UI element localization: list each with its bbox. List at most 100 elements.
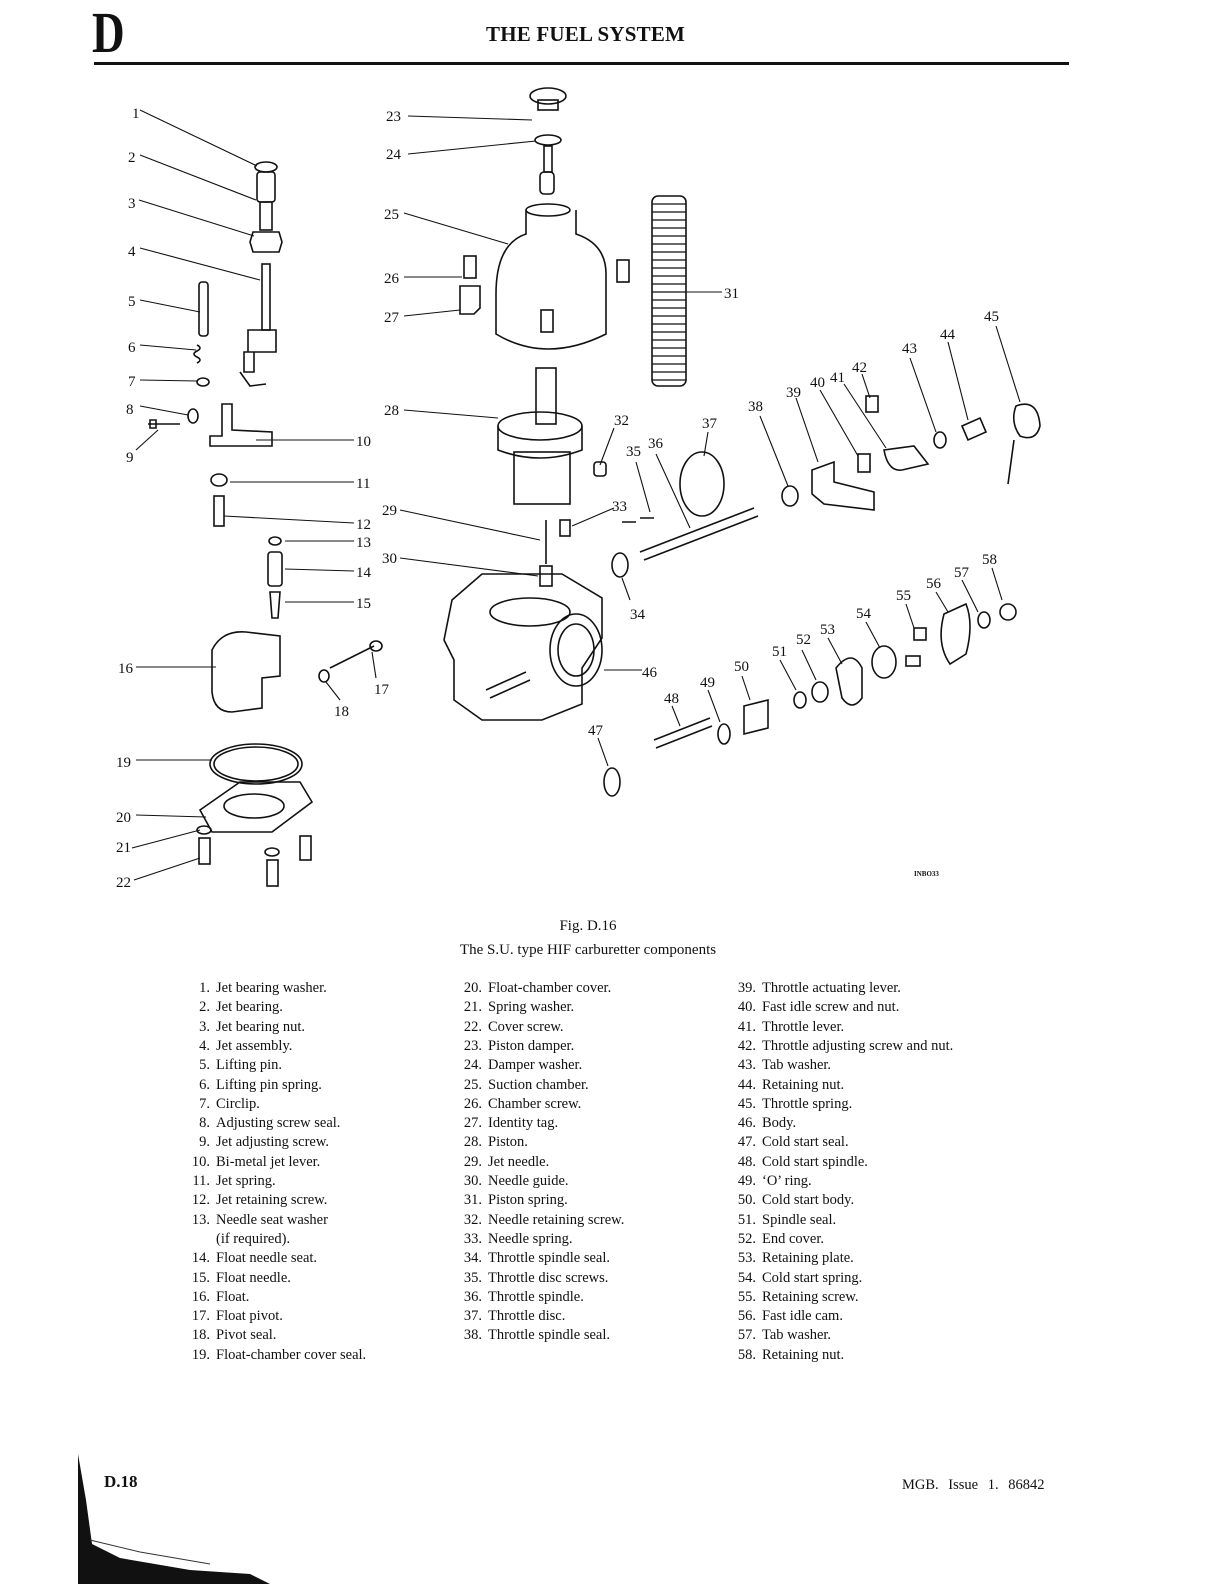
callout-58: 58 bbox=[982, 552, 997, 568]
legend-item-text: Pivot seal. bbox=[216, 1327, 277, 1344]
callout-19: 19 bbox=[116, 755, 131, 771]
legend-item-number: 36. bbox=[463, 1288, 482, 1305]
callout-56: 56 bbox=[926, 576, 942, 592]
callout-38: 38 bbox=[748, 399, 763, 415]
legend-item-text: Retaining nut. bbox=[762, 1076, 845, 1093]
legend-item: 19. Float-chamber cover seal. bbox=[182, 1347, 366, 1364]
callout-36: 36 bbox=[648, 436, 664, 452]
legend-item-text: Suction chamber. bbox=[488, 1076, 589, 1093]
legend-item-text: Needle guide. bbox=[488, 1173, 569, 1189]
legend-item-number: 39. bbox=[737, 980, 756, 996]
legend-item: 48.Cold start spindle. bbox=[728, 1154, 868, 1171]
legend-item-text: Jet bearing. bbox=[216, 999, 283, 1016]
legend-item-number: 3. bbox=[199, 1018, 210, 1035]
legend-item-number: 19. bbox=[191, 1346, 210, 1363]
callout-42: 42 bbox=[852, 360, 867, 376]
legend-item-text: Cold start seal. bbox=[762, 1134, 849, 1151]
callout-35: 35 bbox=[626, 444, 641, 460]
legend-item-number: 8. bbox=[199, 1115, 210, 1132]
legend-item-text: Piston. bbox=[488, 1134, 528, 1151]
callout-31: 31 bbox=[724, 286, 739, 302]
callout-1: 1 bbox=[132, 106, 140, 122]
legend-item-number: 35. bbox=[463, 1269, 482, 1286]
legend-item-number: 50. bbox=[737, 1192, 756, 1209]
legend-item-text: Circlip. bbox=[216, 1095, 260, 1112]
legend-item: 20.Float-chamber cover. bbox=[454, 980, 611, 997]
legend-item-number: 9. bbox=[199, 1134, 210, 1151]
legend-item-text: Throttle disc. bbox=[488, 1308, 566, 1325]
legend-item-text: Spindle seal. bbox=[762, 1211, 837, 1228]
legend-item: 56.Fast idle cam. bbox=[728, 1308, 843, 1325]
legend-item-number: 7. bbox=[199, 1095, 210, 1112]
legend-item-number: 55. bbox=[737, 1288, 756, 1305]
legend-item-number: 53. bbox=[737, 1250, 756, 1267]
legend-item-text: Jet bearing nut. bbox=[216, 1018, 305, 1035]
legend-item: 23.Piston damper. bbox=[454, 1038, 574, 1055]
callout-21: 21 bbox=[116, 840, 131, 856]
callout-18: 18 bbox=[334, 704, 349, 720]
legend-item: 2.Jet bearing. bbox=[182, 999, 283, 1016]
legend-item-text: Needle seat washer bbox=[216, 1211, 328, 1228]
legend-item: 39. Throttle actuating lever. bbox=[728, 980, 901, 997]
legend-item-text: Piston spring. bbox=[488, 1192, 568, 1209]
callout-41: 41 bbox=[830, 370, 845, 386]
legend-item-number: 28. bbox=[463, 1134, 482, 1151]
legend-item-number: 22. bbox=[463, 1018, 482, 1035]
callout-40: 40 bbox=[810, 375, 825, 391]
callout-2: 2 bbox=[128, 150, 136, 166]
callout-28: 28 bbox=[384, 403, 399, 419]
legend-item-text: Throttle disc screws. bbox=[488, 1269, 609, 1286]
legend-item-number: 12. bbox=[191, 1192, 210, 1209]
callout-5: 5 bbox=[128, 294, 136, 310]
callout-54: 54 bbox=[856, 606, 872, 622]
callout-16: 16 bbox=[118, 661, 134, 677]
legend-item-text: Body. bbox=[762, 1115, 797, 1132]
legend-item-text: Throttle adjusting screw and nut. bbox=[762, 1037, 954, 1054]
callout-6: 6 bbox=[128, 340, 136, 356]
callout-29: 29 bbox=[382, 503, 397, 519]
legend-item: 6.Lifting pin spring. bbox=[182, 1077, 322, 1094]
legend-item: 4.Jet assembly. bbox=[182, 1038, 292, 1055]
legend-item-text: Damper washer. bbox=[488, 1057, 583, 1074]
legend-item-number: 15. bbox=[191, 1269, 210, 1286]
legend-item-number: 29. bbox=[463, 1153, 482, 1170]
legend-item-text: Throttle lever. bbox=[762, 1018, 845, 1035]
legend-item: 26.Chamber screw. bbox=[454, 1096, 581, 1113]
legend-item: 57.Tab washer. bbox=[728, 1327, 831, 1344]
legend-item-number: 41. bbox=[737, 1018, 756, 1035]
page-number: D.18 bbox=[104, 1472, 138, 1491]
legend-item-number: 27. bbox=[463, 1115, 482, 1132]
legend-item: 7. Circlip. bbox=[182, 1096, 260, 1113]
callout-24: 24 bbox=[386, 147, 402, 163]
callout-4: 4 bbox=[128, 244, 136, 260]
callout-14: 14 bbox=[356, 565, 372, 581]
legend-item-text: Float-chamber cover seal. bbox=[216, 1346, 367, 1363]
legend-item-number: 25. bbox=[463, 1076, 482, 1093]
callout-51: 51 bbox=[772, 644, 787, 660]
legend-item: 13.Needle seat washer bbox=[182, 1212, 328, 1229]
legend-item-number: 38. bbox=[463, 1327, 482, 1344]
legend-item-number: 47. bbox=[737, 1134, 756, 1151]
legend-item: 8.Adjusting screw seal. bbox=[182, 1115, 340, 1132]
legend-item-text: Bi-metal jet lever. bbox=[216, 1153, 321, 1170]
callout-50: 50 bbox=[734, 659, 749, 675]
legend-item: 37.Throttle disc. bbox=[454, 1308, 565, 1325]
legend-item-number: 56. bbox=[737, 1308, 756, 1325]
legend-item: 25. Suction chamber. bbox=[454, 1077, 589, 1094]
callout-57: 57 bbox=[954, 565, 970, 581]
legend-item-text: Throttle actuating lever. bbox=[762, 980, 901, 996]
publication-info: MGB. Issue 1. 86842 bbox=[902, 1477, 1045, 1493]
callout-53: 53 bbox=[820, 622, 835, 638]
legend-item-text: Throttle spindle seal. bbox=[488, 1250, 611, 1267]
legend-item-number: 5. bbox=[199, 1057, 210, 1074]
legend-item-text: Cold start spindle. bbox=[762, 1153, 868, 1170]
callout-13: 13 bbox=[356, 535, 371, 551]
legend-item: 5.Lifting pin. bbox=[182, 1057, 282, 1074]
callout-48: 48 bbox=[664, 691, 679, 707]
legend-item-text: Jet retaining screw. bbox=[216, 1192, 328, 1209]
legend-item-number: 40. bbox=[737, 999, 756, 1016]
legend-item-text: Tab washer. bbox=[762, 1057, 832, 1074]
legend-item: 14.Float needle seat. bbox=[182, 1250, 317, 1267]
legend-item-text: Retaining nut. bbox=[762, 1346, 845, 1363]
legend-item: 29.Jet needle. bbox=[454, 1154, 549, 1171]
